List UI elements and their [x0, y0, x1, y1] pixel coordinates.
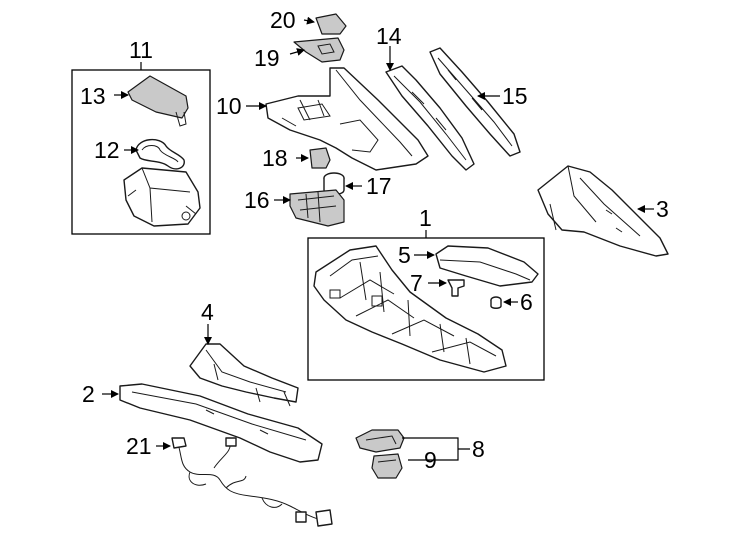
callout-19: 19: [254, 45, 280, 71]
part-10-console-panel: [265, 67, 429, 171]
part-2-lower-panel: [119, 383, 323, 463]
callout-2: 2: [82, 381, 95, 407]
callout-11: 11: [129, 37, 153, 63]
part-5-armrest: [435, 245, 539, 287]
callout-17: 17: [366, 173, 392, 199]
part-21-wiring-harness: [171, 437, 333, 527]
callout-9: 9: [424, 447, 437, 473]
callout-18: 18: [262, 145, 288, 171]
part-18-switch: [309, 147, 331, 169]
part-13-armrest-lid: [127, 75, 189, 127]
part-19-bracket: [293, 37, 345, 63]
callout-13: 13: [80, 83, 106, 109]
part-7-clip: [447, 279, 465, 297]
callout-20: 20: [270, 7, 296, 33]
part-11-storage-bin: [123, 167, 201, 227]
callout-5: 5: [398, 242, 411, 268]
part-14-trim-strip: [385, 65, 475, 171]
callout-12: 12: [94, 137, 120, 163]
part-16-switch-panel: [289, 189, 345, 227]
callout-10: 10: [216, 93, 242, 119]
callout-14: 14: [376, 23, 402, 49]
part-8-assembly: [355, 429, 405, 453]
part-4-bracket: [189, 343, 299, 407]
part-1-console-frame: [313, 245, 507, 373]
part-12-gasket: [135, 139, 185, 170]
part-15-trim-strip: [429, 47, 521, 157]
callout-6: 6: [520, 289, 533, 315]
callout-8: 8: [472, 436, 485, 462]
callout-4: 4: [201, 299, 214, 325]
callout-7: 7: [410, 270, 423, 296]
callout-21: 21: [126, 433, 152, 459]
callout-16: 16: [244, 187, 270, 213]
callout-1: 1: [419, 205, 432, 231]
callout-15: 15: [502, 83, 528, 109]
callout-3: 3: [656, 196, 669, 222]
callout-bracket-8: [402, 437, 470, 461]
part-20-cover: [315, 13, 347, 35]
part-6-cap: [490, 296, 502, 309]
part-3-side-panel: [537, 165, 669, 257]
part-9-bracket: [371, 453, 403, 479]
